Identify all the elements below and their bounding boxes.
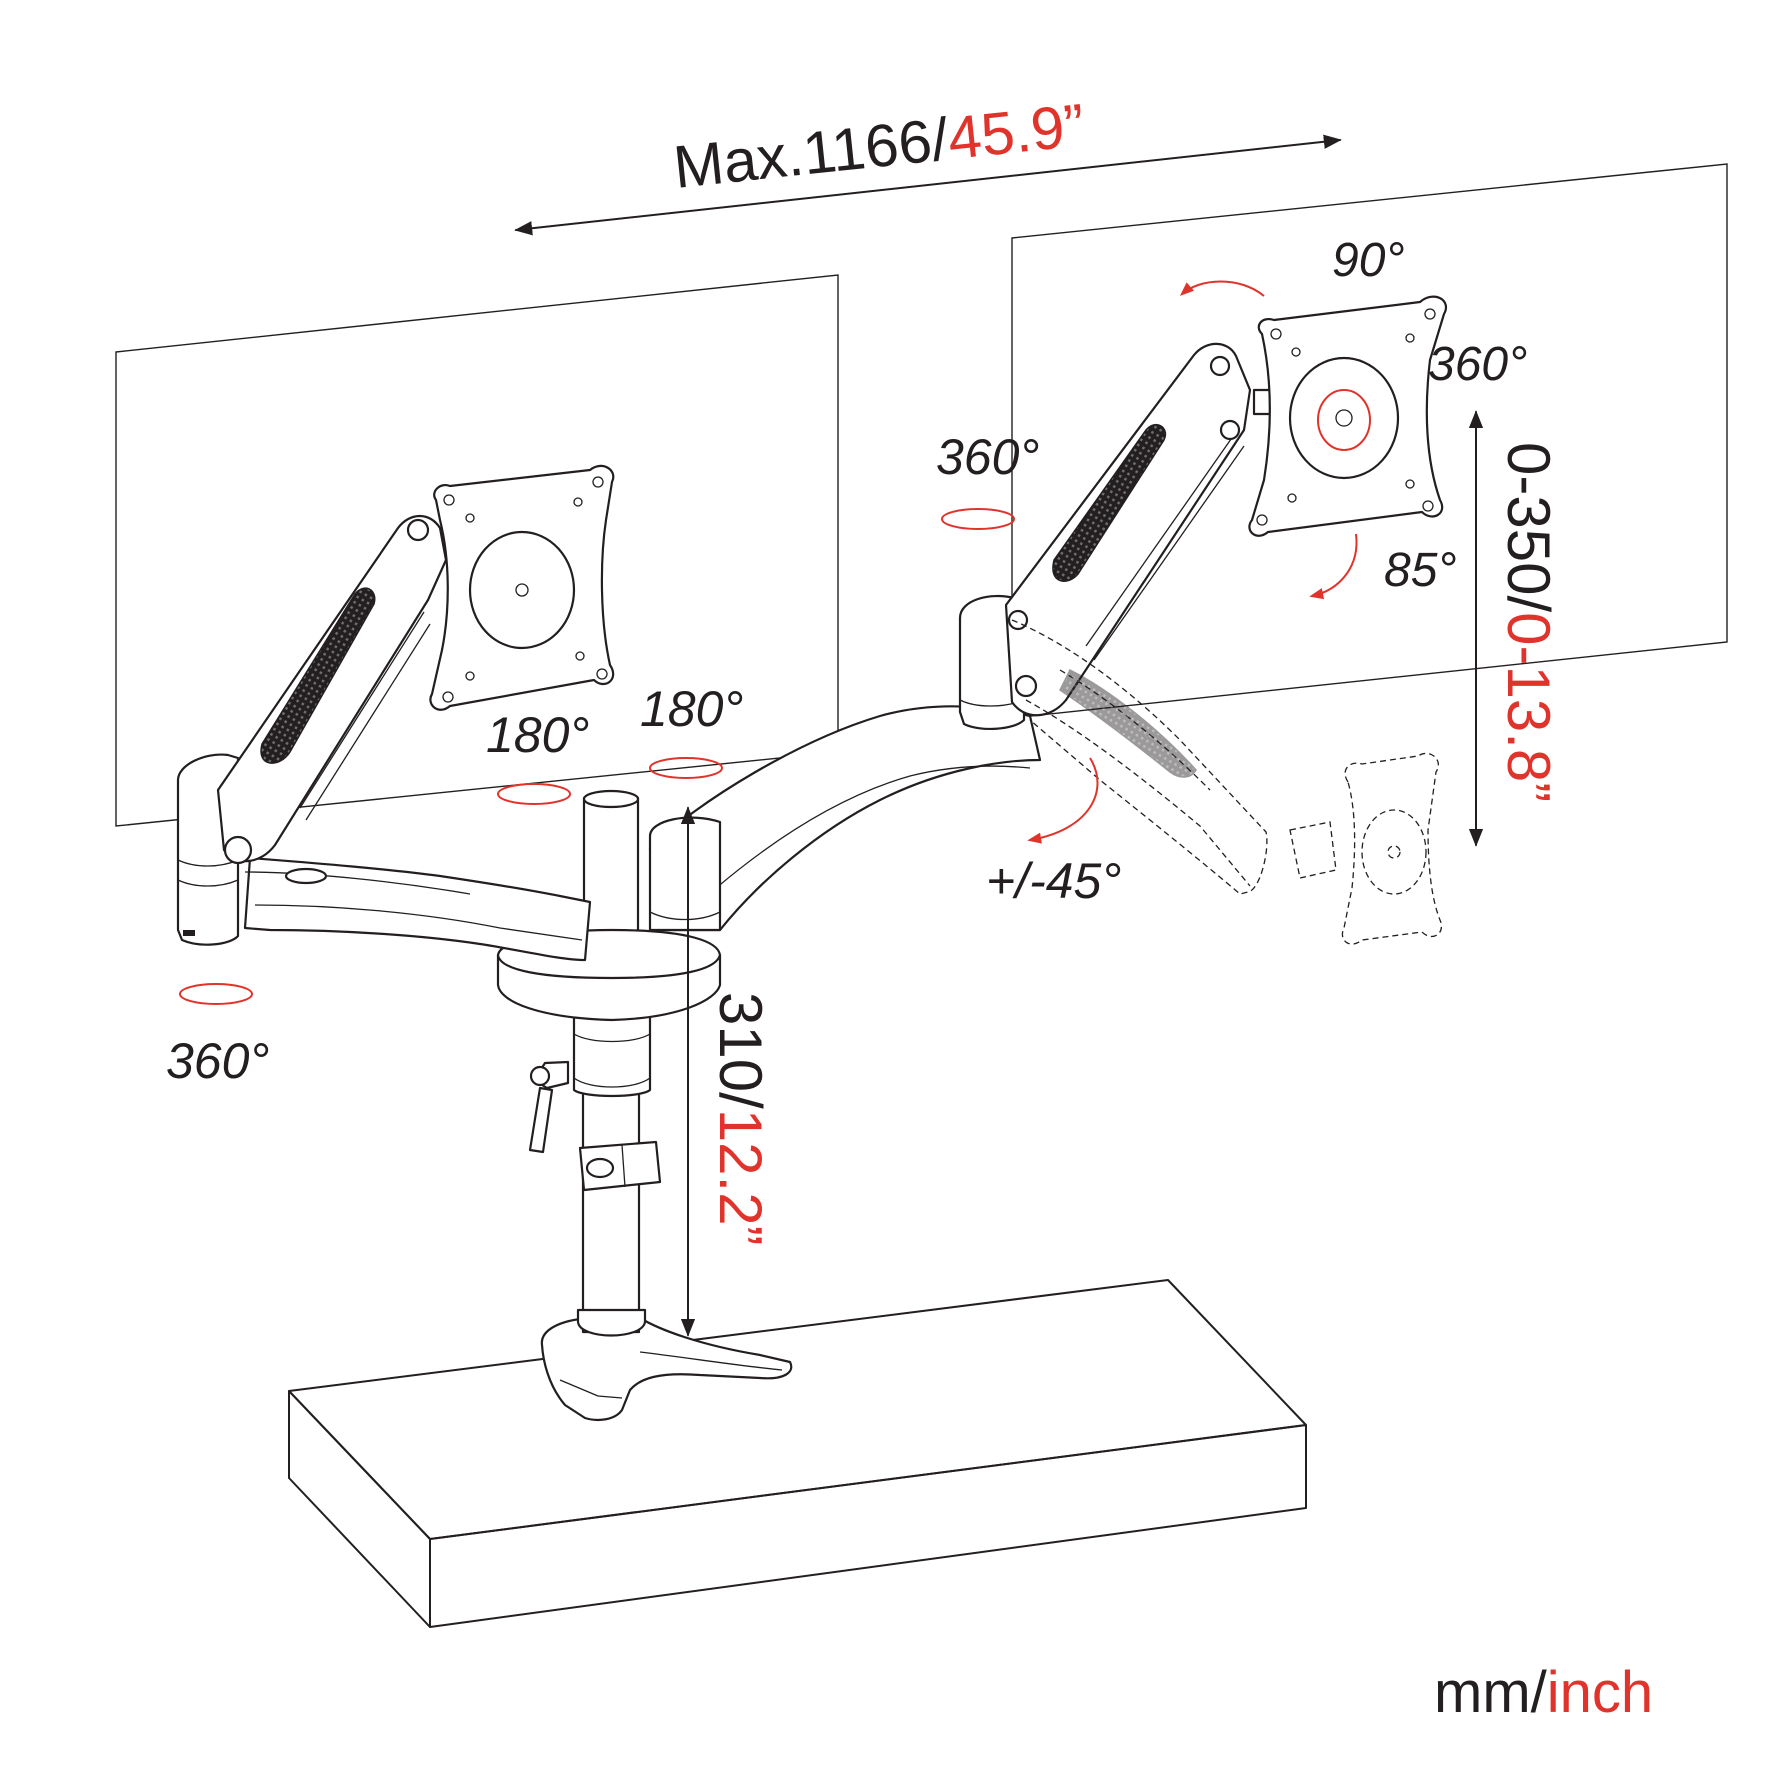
angle-screen-rotation: 360° (1428, 338, 1527, 391)
angle-arm-swing: +/-45° (986, 853, 1121, 909)
rotation-indicator-right-joint (941, 508, 1015, 530)
right-vesa-plate (1248, 295, 1447, 537)
height-adjust-label: 0-350/0-13.8” (1495, 442, 1562, 802)
angle-right-joint: 360° (936, 429, 1039, 485)
rotation-indicator-base (179, 983, 253, 1005)
angle-tilt-bottom: 85° (1384, 544, 1457, 597)
tilt-indicator-bottom (1309, 533, 1358, 600)
units-label: mm/inch (1434, 1660, 1653, 1725)
desk-slab (288, 1279, 1307, 1628)
span-dimension-arrow (514, 134, 1342, 236)
right-monitor-panel (1011, 163, 1728, 719)
cable-clip (578, 1140, 662, 1192)
left-gas-spring-arm (216, 514, 448, 865)
right-boom-arm (648, 705, 1042, 932)
rotation-indicator-screen (1317, 389, 1371, 451)
svg-text:310/12.2”: 310/12.2” (707, 992, 774, 1246)
pole-collar (572, 1014, 652, 1098)
svg-text:0-350/0-13.8”: 0-350/0-13.8” (1495, 442, 1562, 802)
angle-base-rotation: 360° (166, 1033, 269, 1089)
units-mm-text: mm/ (1434, 1660, 1548, 1725)
right-arm-lowered-position (1011, 619, 1443, 945)
tilt-indicator-top (1179, 280, 1265, 297)
angle-left-elbow: 180° (486, 707, 589, 763)
right-gas-spring-arm (1004, 342, 1272, 717)
pole-height-label: 310/12.2” (707, 992, 774, 1246)
height-lock-lever (528, 1060, 570, 1154)
angle-tilt-top: 90° (1332, 234, 1405, 287)
pole-mm-text: 310/ (707, 992, 774, 1109)
units-inch-text: inch (1547, 1660, 1653, 1725)
span-inch-text: 45.9” (945, 91, 1088, 172)
svg-text:Max.1166/45.9”: Max.1166/45.9” (670, 91, 1087, 201)
pole-inch-text: 12.2” (707, 1109, 774, 1246)
angle-center-joint: 180° (640, 681, 743, 737)
rotation-indicator-center (649, 757, 723, 779)
span-dimension-label: Max.1166/45.9” (670, 91, 1087, 201)
swing-indicator-arm (1027, 757, 1099, 844)
height-inch-text: 0-13.8” (1495, 612, 1562, 802)
left-vesa-plate (429, 464, 615, 711)
height-mm-text: 0-350/ (1495, 442, 1562, 612)
left-boom-arm (243, 856, 592, 962)
rotation-indicator-left-elbow (497, 783, 571, 805)
